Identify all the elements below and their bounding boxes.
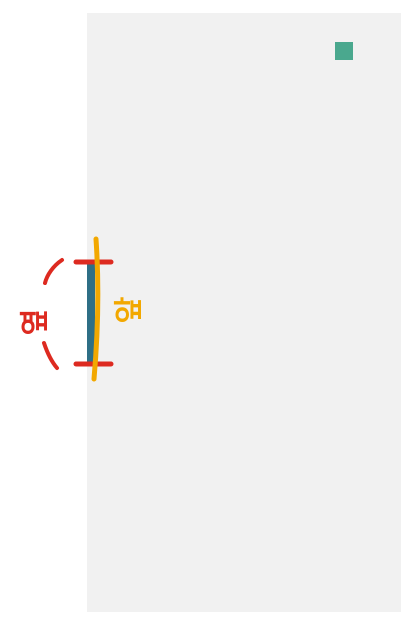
front-label: 앞 — [112, 295, 142, 329]
blue-edge-bar — [87, 262, 95, 364]
side-arc-upper — [43, 258, 64, 285]
side-label: 옆 — [18, 307, 48, 341]
green-square-marker — [335, 42, 353, 60]
side-arc-lower — [42, 341, 59, 370]
gray-panel — [87, 13, 401, 612]
